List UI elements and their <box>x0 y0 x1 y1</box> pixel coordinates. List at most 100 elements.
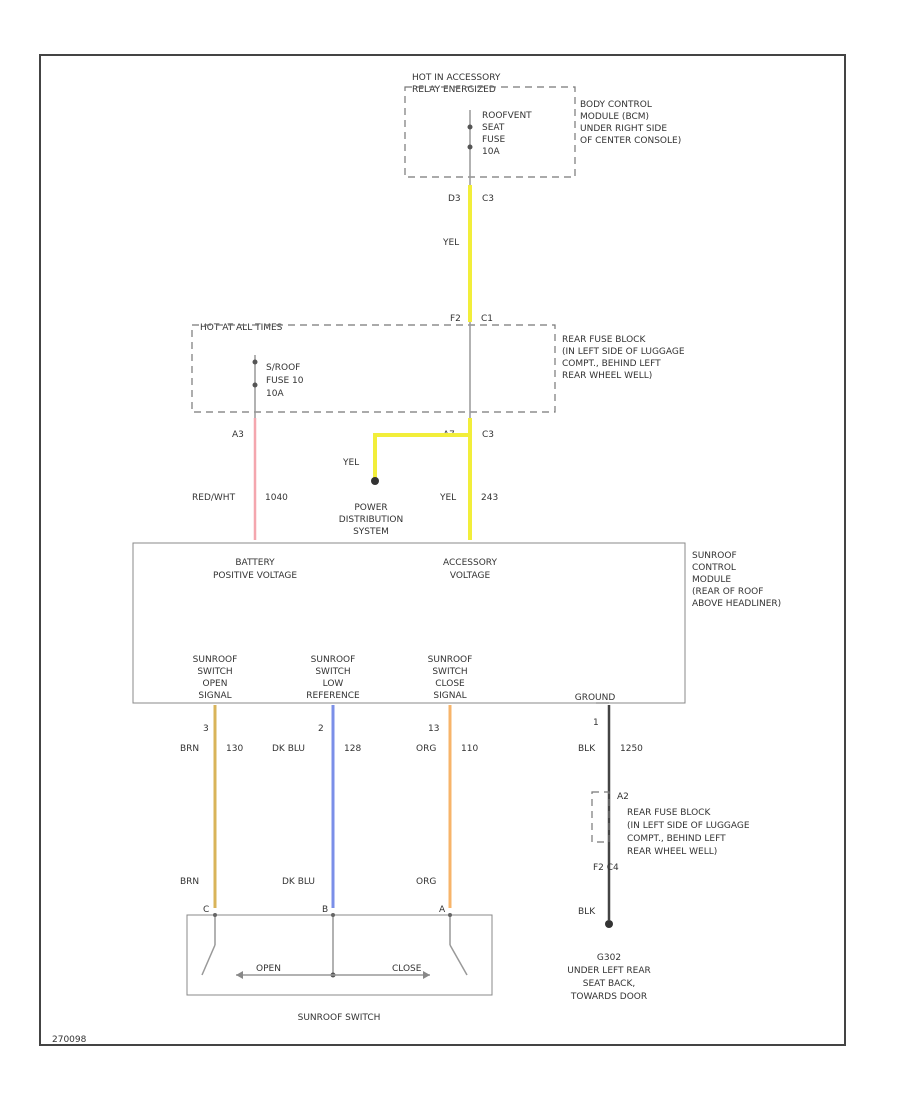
a3-pin: A3 <box>232 430 244 440</box>
ground-terminal <box>605 920 613 928</box>
open-signal-label-3: OPEN <box>203 679 228 689</box>
close-arrow-icon <box>423 971 430 979</box>
rear-fuse2-label-3: COMPT., BEHIND LEFT <box>627 834 726 844</box>
low-reference-label-1: SUNROOF <box>311 655 356 665</box>
brn-lower-label: BRN <box>180 877 199 887</box>
gnd-pin-number: 1 <box>593 718 599 728</box>
close-signal-label-2: SWITCH <box>432 667 467 677</box>
close-signal-label-4: SIGNAL <box>433 691 466 701</box>
rear-fuse2-label-4: REAR WHEEL WELL) <box>627 847 717 857</box>
pds-label-2: DISTRIBUTION <box>339 515 403 525</box>
rear-fuse2-label-1: REAR FUSE BLOCK <box>627 808 711 818</box>
battery-voltage-label-2: POSITIVE VOLTAGE <box>213 571 297 581</box>
a7-connector-id: C3 <box>482 430 494 440</box>
switch-pin-c: C <box>203 905 209 915</box>
yel-splice-wire <box>373 433 470 480</box>
blk-lower-label: BLK <box>578 907 596 917</box>
brn-pin-number: 3 <box>203 724 209 734</box>
blu-lower-label: DK BLU <box>282 877 315 887</box>
ground-loc-label-1: G302 <box>597 953 621 963</box>
switch-terminal-b <box>331 913 335 917</box>
open-arrow-icon <box>236 971 243 979</box>
org-circuit-label: 110 <box>461 744 478 754</box>
hot-accessory-label-2: RELAY ENERGIZED <box>412 85 496 95</box>
switch-pin-b: B <box>322 905 328 915</box>
switch-pin-a: A <box>439 905 446 915</box>
org-color-label: ORG <box>416 744 436 754</box>
blu-color-label: DK BLU <box>272 744 305 754</box>
fuse-terminal-top <box>467 124 473 130</box>
mid-connector-pin: F2 <box>450 314 461 324</box>
roof-fuse-terminal-bottom <box>252 382 258 388</box>
battery-voltage-label-1: BATTERY <box>235 558 275 568</box>
yel-lower-circuit: 243 <box>481 493 498 503</box>
bcm-label-4: OF CENTER CONSOLE) <box>580 136 681 146</box>
yel-splice-label: YEL <box>342 458 359 468</box>
diagram-frame <box>39 54 846 1046</box>
open-signal-label-1: SUNROOF <box>193 655 238 665</box>
ground-loc-label-2: UNDER LEFT REAR <box>567 966 650 976</box>
bcm-fuse-box <box>404 86 576 178</box>
blk-color-label: BLK <box>578 744 596 754</box>
bcm-label-3: UNDER RIGHT SIDE <box>580 124 667 134</box>
sunroof-module-label-1: SUNROOF <box>692 551 737 561</box>
red-wht-color: RED/WHT <box>192 493 236 503</box>
pds-terminal <box>371 477 379 485</box>
brn-circuit-label: 130 <box>226 744 243 754</box>
sunroof-control-module <box>132 542 686 704</box>
hot-all-times-label: HOT AT ALL TIMES <box>200 323 283 333</box>
ground-conn-bottom-pin: F2 C4 <box>593 863 619 873</box>
ground-label: GROUND <box>575 693 616 703</box>
ground-loc-label-4: TOWARDS DOOR <box>570 992 647 1002</box>
sunroof-fuse-label-2: SEAT <box>482 123 505 133</box>
rear-fuse-label-3: COMPT., BEHIND LEFT <box>562 359 661 369</box>
roof-fuse-terminal-top <box>252 359 258 365</box>
low-reference-label-2: SWITCH <box>315 667 350 677</box>
red-wht-circuit: 1040 <box>265 493 288 503</box>
rear-fuse-label-2: (IN LEFT SIDE OF LUGGAGE <box>562 347 685 357</box>
top-connector-id: C3 <box>482 194 494 204</box>
rear-fuse2-label-2: (IN LEFT SIDE OF LUGGAGE <box>627 821 750 831</box>
switch-contact-close <box>449 944 468 976</box>
rear-fuse-block-box <box>191 324 556 413</box>
low-reference-label-3: LOW <box>323 679 344 689</box>
sunroof-module-label-5: ABOVE HEADLINER) <box>692 599 781 609</box>
bcm-label-2: MODULE (BCM) <box>580 112 649 122</box>
top-connector-pin: D3 <box>448 194 461 204</box>
switch-terminal-a <box>448 913 452 917</box>
open-signal-label-2: SWITCH <box>197 667 232 677</box>
org-pin-number: 13 <box>428 724 439 734</box>
switch-contact-open <box>201 944 216 976</box>
switch-close-label: CLOSE <box>392 964 422 974</box>
accessory-voltage-label-2: VOLTAGE <box>450 571 491 581</box>
sunroof-switch-label: SUNROOF SWITCH <box>298 1013 381 1023</box>
roof-fuse-label-2: FUSE 10 <box>266 376 304 386</box>
sunroof-module-label-2: CONTROL <box>692 563 736 573</box>
mid-connector-id: C1 <box>481 314 493 324</box>
hot-accessory-label-1: HOT IN ACCESSORY <box>412 73 501 83</box>
rear-fuse-label-4: REAR WHEEL WELL) <box>562 371 652 381</box>
roof-fuse-label-3: 10A <box>266 389 284 399</box>
pds-label-3: SYSTEM <box>353 527 389 537</box>
org-lower-label: ORG <box>416 877 436 887</box>
figure-id: 270098 <box>52 1035 87 1045</box>
roof-fuse-label-1: S/ROOF <box>266 363 300 373</box>
close-signal-label-1: SUNROOF <box>428 655 473 665</box>
sunroof-module-label-4: (REAR OF ROOF <box>692 587 763 597</box>
switch-terminal-c <box>213 913 217 917</box>
bcm-label-1: BODY CONTROL <box>580 100 652 110</box>
switch-open-label: OPEN <box>256 964 281 974</box>
yel-top-label: YEL <box>442 238 459 248</box>
sunroof-module-label-3: MODULE <box>692 575 731 585</box>
sunroof-switch-box <box>186 914 493 996</box>
ground-connector-box <box>591 791 610 843</box>
blu-pin-number: 2 <box>318 724 324 734</box>
accessory-voltage-label-1: ACCESSORY <box>443 558 497 568</box>
low-reference-label-4: REFERENCE <box>306 691 360 701</box>
pds-label-1: POWER <box>354 503 387 513</box>
sunroof-fuse-label-1: ROOFVENT <box>482 111 532 121</box>
brn-color-label: BRN <box>180 744 199 754</box>
blu-circuit-label: 128 <box>344 744 361 754</box>
ground-loc-label-3: SEAT BACK, <box>583 979 635 989</box>
